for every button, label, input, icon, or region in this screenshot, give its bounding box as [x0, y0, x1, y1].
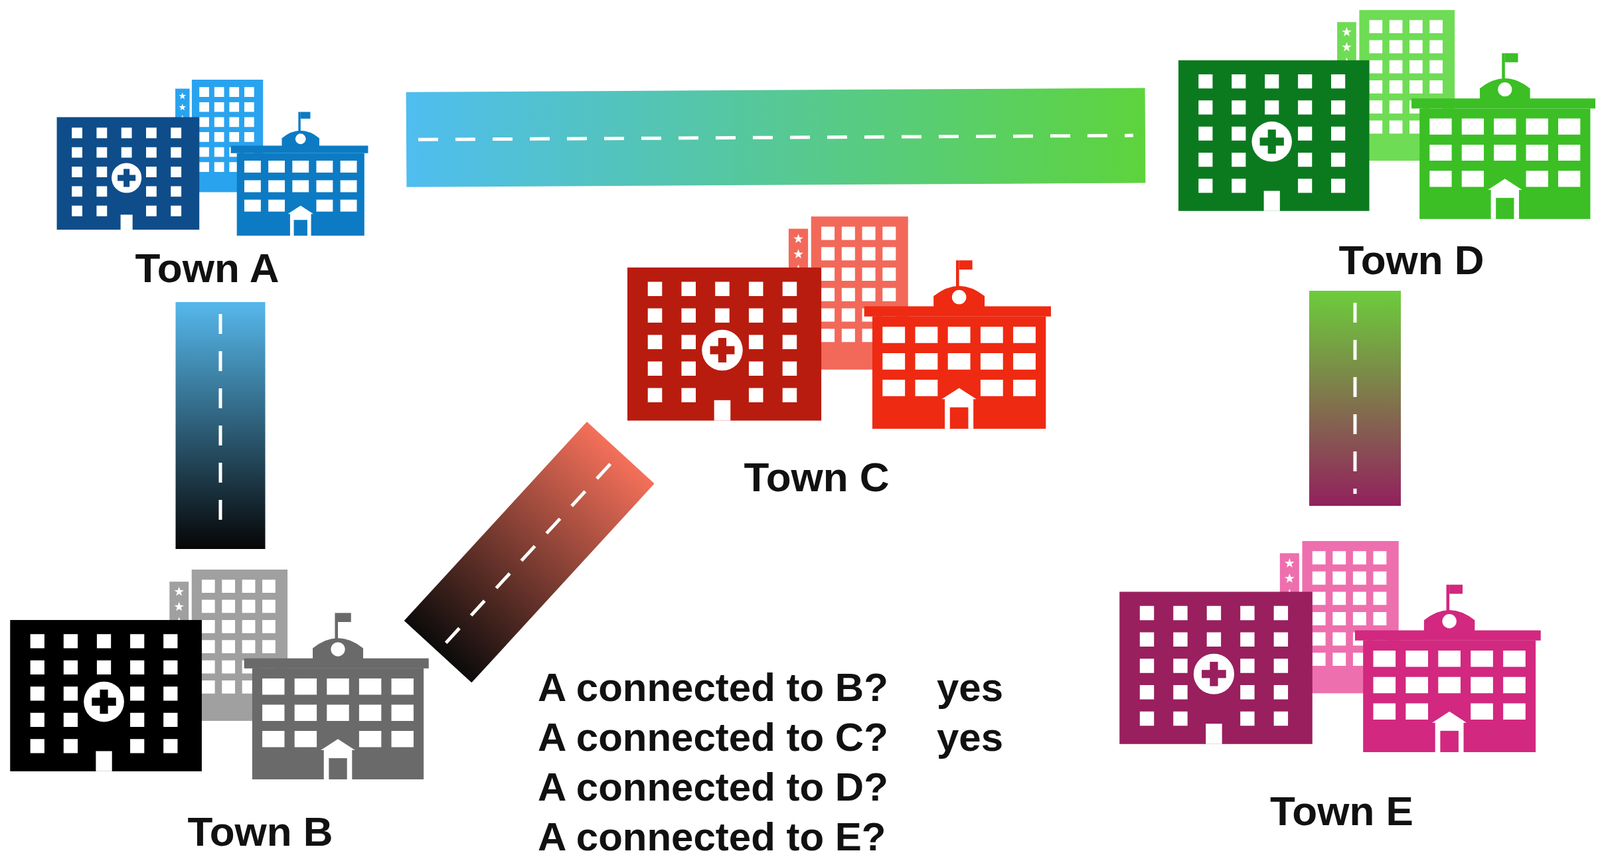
road-centerline	[219, 314, 223, 538]
town-name: Town D	[1338, 237, 1484, 283]
road-connector	[1309, 290, 1401, 506]
town-name: Town C	[743, 454, 889, 500]
road-group	[1355, 290, 1356, 506]
road-group	[438, 452, 621, 652]
answer-text: yes	[936, 715, 1004, 760]
road-centerline	[1353, 302, 1358, 494]
town-node: Town A	[56, 76, 369, 296]
road-connector	[175, 302, 266, 550]
town-c-buildings	[627, 216, 1051, 429]
road-centerline	[446, 461, 613, 643]
town-name: Town E	[1270, 788, 1414, 834]
town-a-buildings	[57, 79, 369, 236]
road-connector	[406, 135, 1146, 140]
town-node: Town B	[9, 567, 429, 857]
road-connector	[438, 452, 621, 652]
town-e-buildings	[1119, 541, 1541, 753]
road-group	[220, 302, 222, 550]
town-name: Town B	[187, 809, 333, 855]
town-node: Town C	[627, 213, 1051, 506]
town-node: Town D	[1178, 7, 1596, 287]
question-text: A connected to C?	[537, 715, 889, 760]
question-text: A connected to D?	[537, 765, 889, 810]
town-d-buildings	[1178, 9, 1596, 220]
road-centerline	[418, 135, 1134, 140]
question-text: A connected to E?	[537, 815, 886, 860]
town-node: Town E	[1119, 539, 1541, 837]
answer-text: yes	[936, 665, 1004, 710]
town-b-buildings	[9, 569, 429, 780]
question-text: A connected to B?	[537, 665, 889, 710]
town-name: Town A	[135, 245, 280, 291]
road-group	[406, 135, 1146, 140]
